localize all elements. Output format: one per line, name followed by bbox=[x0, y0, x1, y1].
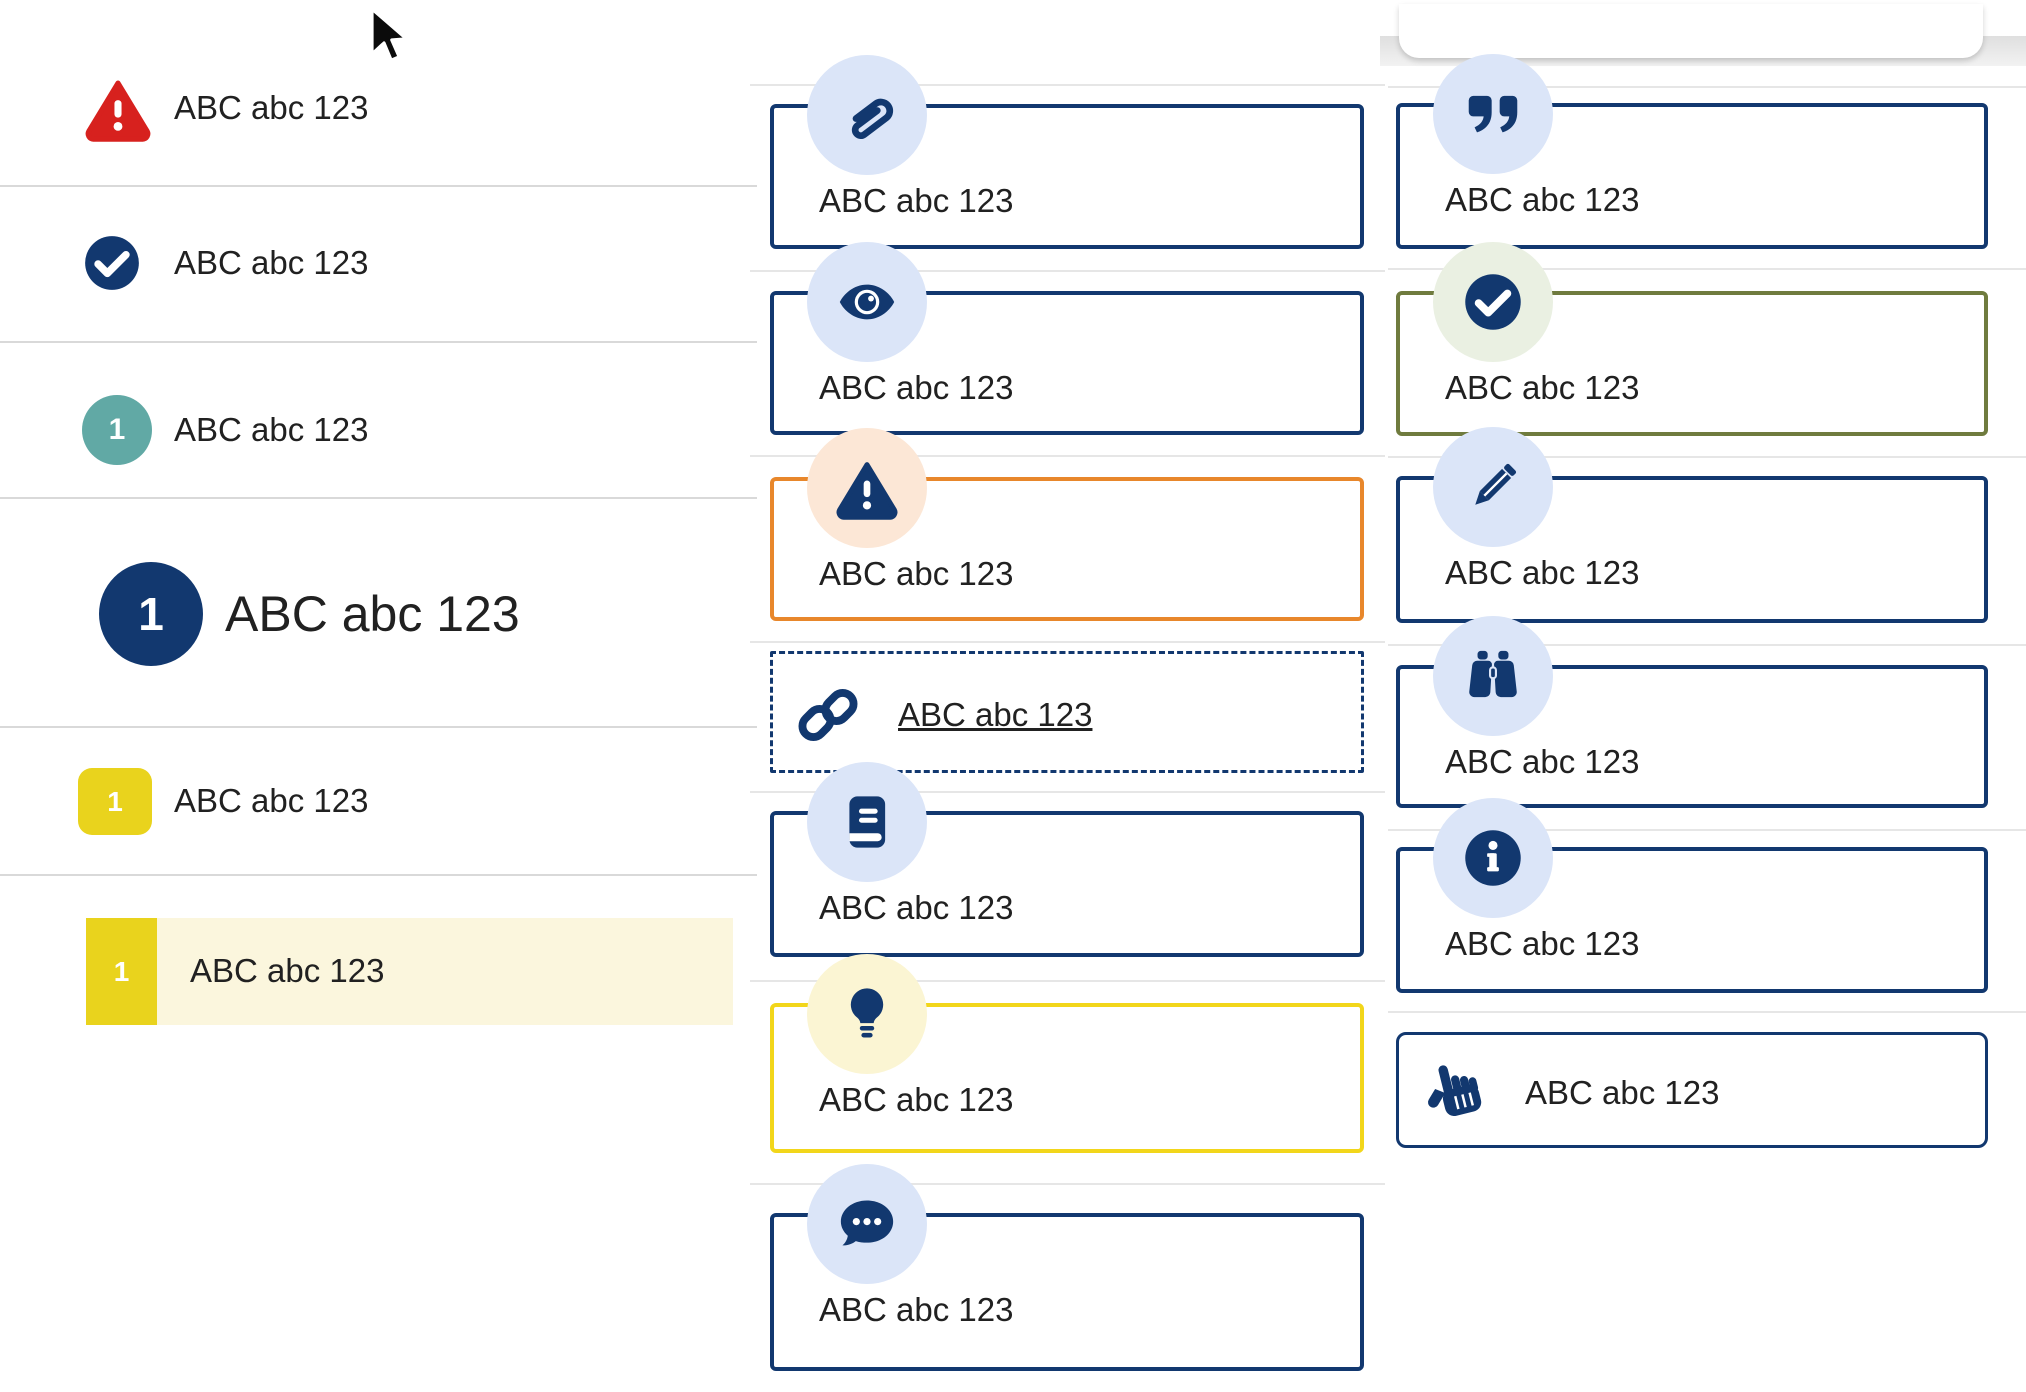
list-item-step-large[interactable]: 1 ABC abc 123 bbox=[0, 499, 757, 726]
callout-warning[interactable]: ABC abc 123 bbox=[770, 428, 1364, 621]
chat-icon bbox=[807, 1164, 927, 1284]
divider bbox=[0, 874, 757, 876]
check-circle-icon bbox=[1433, 242, 1553, 362]
callout-label: ABC abc 123 bbox=[819, 1291, 1014, 1328]
callout-visibility[interactable]: ABC abc 123 bbox=[770, 242, 1364, 435]
list-item-step-yellow-selected[interactable]: 1 ABC abc 123 bbox=[0, 876, 757, 1036]
callout-label: ABC abc 123 bbox=[1525, 1074, 1720, 1111]
list-item-label: ABC abc 123 bbox=[174, 782, 369, 819]
step-number-badge: 1 bbox=[99, 562, 203, 666]
callout-success[interactable]: ABC abc 123 bbox=[1396, 242, 1988, 436]
divider bbox=[1388, 829, 2026, 831]
divider bbox=[1388, 644, 2026, 646]
divider bbox=[750, 84, 1385, 86]
callout-action[interactable]: ABC abc 123 bbox=[1396, 1032, 1988, 1148]
callout-label: ABC abc 123 bbox=[1445, 181, 1640, 218]
list-item-label: ABC abc 123 bbox=[174, 411, 369, 448]
eye-icon bbox=[807, 242, 927, 362]
divider bbox=[750, 455, 1385, 457]
callout-attachment[interactable]: ABC abc 123 bbox=[770, 55, 1364, 249]
callout-label: ABC abc 123 bbox=[819, 1081, 1014, 1118]
divider bbox=[750, 270, 1385, 272]
pencil-icon bbox=[1433, 427, 1553, 547]
scroll-header-card bbox=[1399, 4, 1983, 58]
step-number-badge: 1 bbox=[86, 918, 157, 1025]
callout-quote[interactable]: ABC abc 123 bbox=[1396, 54, 1988, 249]
callout-search[interactable]: ABC abc 123 bbox=[1396, 616, 1988, 808]
step-number-badge: 1 bbox=[78, 768, 152, 835]
quote-icon bbox=[1433, 54, 1553, 174]
callout-info[interactable]: ABC abc 123 bbox=[1396, 798, 1988, 993]
divider bbox=[0, 726, 757, 728]
divider bbox=[0, 185, 757, 187]
link-icon bbox=[793, 680, 863, 750]
divider bbox=[1388, 268, 2026, 270]
list-item-alert[interactable]: ABC abc 123 bbox=[0, 0, 757, 185]
callout-label: ABC abc 123 bbox=[1445, 554, 1640, 591]
check-circle-icon bbox=[81, 232, 143, 294]
list-item-step-teal[interactable]: 1 ABC abc 123 bbox=[0, 343, 757, 497]
list-item-label: ABC abc 123 bbox=[174, 89, 369, 126]
selected-row-highlight bbox=[86, 918, 733, 1025]
callout-label: ABC abc 123 bbox=[1445, 925, 1640, 962]
paperclip-icon bbox=[807, 55, 927, 175]
callout-label: ABC abc 123 bbox=[819, 555, 1014, 592]
list-item-label: ABC abc 123 bbox=[174, 244, 369, 281]
list-item-done[interactable]: ABC abc 123 bbox=[0, 187, 757, 341]
callout-tip[interactable]: ABC abc 123 bbox=[770, 954, 1364, 1153]
list-item-label: ABC abc 123 bbox=[190, 952, 385, 989]
info-icon bbox=[1433, 798, 1553, 918]
list-item-label: ABC abc 123 bbox=[225, 586, 520, 642]
divider bbox=[750, 980, 1385, 982]
callout-comment[interactable]: ABC abc 123 bbox=[770, 1164, 1364, 1371]
divider bbox=[1388, 456, 2026, 458]
warning-triangle-icon bbox=[80, 74, 156, 142]
warning-triangle-icon bbox=[807, 428, 927, 548]
list-item-step-yellow[interactable]: 1 ABC abc 123 bbox=[0, 728, 757, 874]
hand-point-up-icon bbox=[1421, 1059, 1487, 1125]
divider bbox=[1388, 1011, 2026, 1013]
divider bbox=[0, 497, 757, 499]
callout-edit[interactable]: ABC abc 123 bbox=[1396, 427, 1988, 623]
callout-link[interactable]: ABC abc 123 bbox=[770, 651, 1364, 773]
callout-reference[interactable]: ABC abc 123 bbox=[770, 762, 1364, 957]
callout-link-text[interactable]: ABC abc 123 bbox=[898, 696, 1093, 733]
callout-label: ABC abc 123 bbox=[1445, 743, 1640, 780]
binoculars-icon bbox=[1433, 616, 1553, 736]
divider bbox=[1388, 86, 2026, 88]
book-icon bbox=[807, 762, 927, 882]
divider bbox=[750, 1183, 1385, 1185]
callout-label: ABC abc 123 bbox=[819, 369, 1014, 406]
divider bbox=[0, 341, 757, 343]
divider bbox=[750, 641, 1385, 643]
step-number-badge: 1 bbox=[82, 395, 152, 465]
mouse-cursor-icon bbox=[366, 6, 414, 72]
divider bbox=[750, 791, 1385, 793]
callout-label: ABC abc 123 bbox=[819, 889, 1014, 926]
callout-label: ABC abc 123 bbox=[1445, 369, 1640, 406]
callout-label: ABC abc 123 bbox=[819, 182, 1014, 219]
lightbulb-icon bbox=[807, 954, 927, 1074]
